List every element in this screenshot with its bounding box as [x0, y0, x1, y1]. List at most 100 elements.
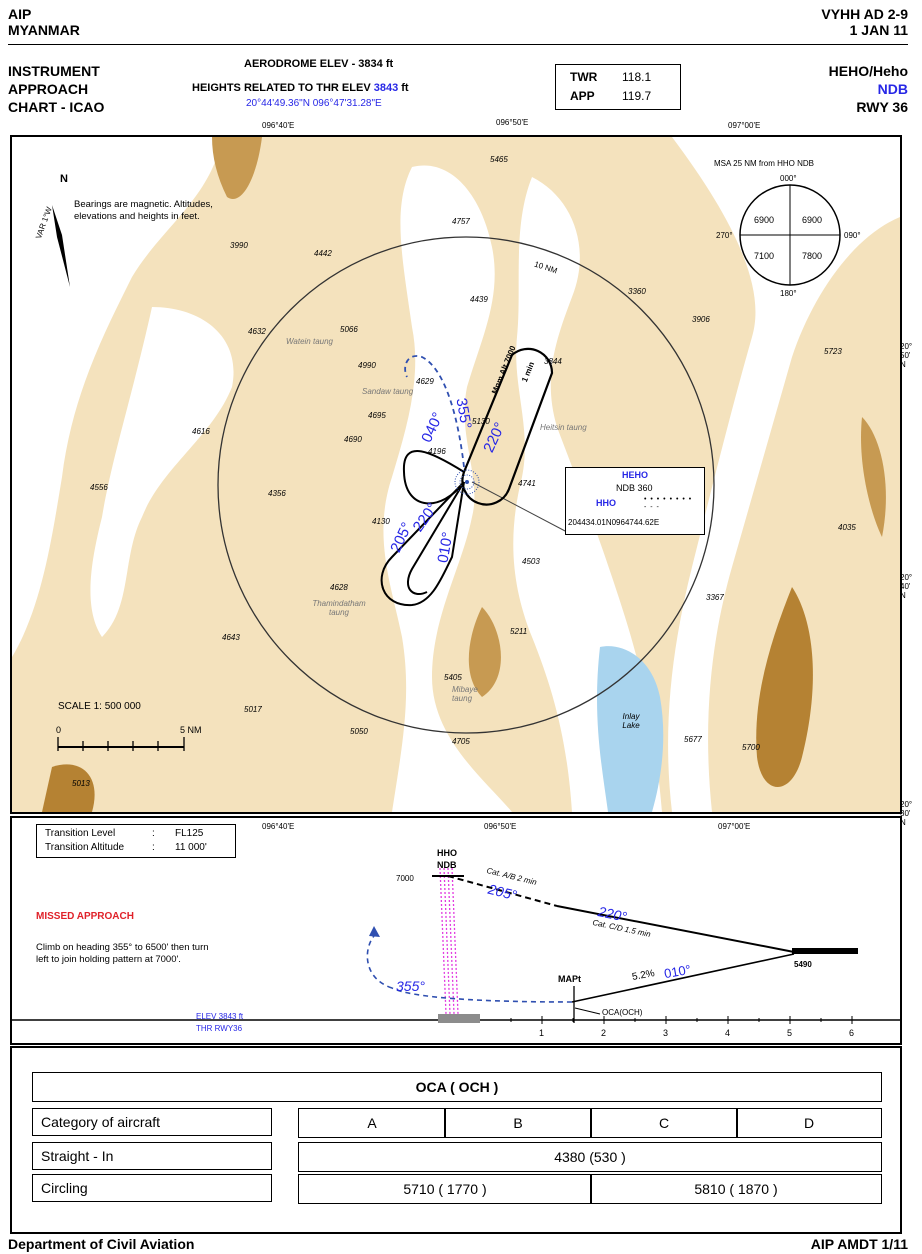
spot-elevation: 4439	[470, 295, 488, 304]
profile-elev-label: ELEV 3843 ft	[196, 1012, 244, 1021]
distance-ticks	[510, 1016, 853, 1024]
spot-elevation: 4990	[358, 361, 376, 370]
terrain-valley-central	[383, 165, 512, 812]
circling-label: Circling	[32, 1174, 272, 1202]
spot-elevation: 4632	[248, 327, 266, 336]
category-b: B	[444, 1108, 592, 1138]
scale-ticks	[57, 737, 185, 751]
country-label: MYANMAR	[8, 22, 80, 38]
lon-bottom-2: 096°50'E	[484, 822, 517, 831]
spot-elevation: 4035	[838, 523, 856, 532]
ten-nm-ring	[217, 236, 715, 734]
oca-pointer	[574, 1007, 601, 1015]
ridge-ne	[861, 417, 886, 537]
distance-label: 3	[663, 1028, 669, 1038]
spot-elevation: 3906	[692, 315, 710, 324]
missed-approach-profile	[391, 987, 573, 1003]
place-name: Sandaw taung	[362, 387, 414, 396]
category-c: C	[590, 1108, 738, 1138]
base-turn-north	[402, 450, 465, 505]
ridge-south	[468, 607, 501, 697]
spot-elevation: 4196	[428, 447, 446, 456]
twr-label: TWR	[570, 70, 598, 84]
footer-department: Department of Civil Aviation	[8, 1236, 195, 1252]
spot-elevation: 4616	[192, 427, 210, 436]
circling-ab-value: 5710 ( 1770 )	[298, 1174, 592, 1204]
document-id: VYHH AD 2-9	[821, 6, 908, 22]
missed-approach-text: Climb on heading 355° to 6500' then turn…	[36, 942, 209, 965]
ndb-box-coordinates: 204434.01N0964744.62E	[568, 518, 660, 527]
distance-label: 1	[539, 1028, 545, 1038]
spot-elevation: 4629	[416, 377, 434, 386]
app-frequency: 119.7	[622, 89, 652, 103]
spot-elevation: 5130	[472, 417, 490, 426]
spot-elevation: 5465	[490, 155, 508, 164]
spot-elevation: 3844	[544, 357, 562, 366]
category-a: A	[298, 1108, 446, 1138]
heights-related: HEIGHTS RELATED TO THR ELEV 3843 ft	[192, 82, 409, 94]
ndb-cone	[439, 867, 459, 1015]
spot-elevation: 4356	[268, 489, 286, 498]
ndb-callout-line	[471, 481, 568, 533]
msa-west: 270°	[716, 231, 733, 240]
effective-date: 1 JAN 11	[849, 22, 908, 38]
procedure-type: NDB	[877, 81, 908, 97]
spot-elevation: 5677	[684, 735, 702, 744]
lon-top-3: 097°00'E	[728, 121, 761, 130]
place-name: Watein taung	[286, 337, 333, 346]
spot-elevation: 4130	[372, 517, 390, 526]
spot-elevation: 3990	[230, 241, 248, 250]
lat-right-3: 20° 30' N	[900, 800, 913, 827]
spot-elevation: 4628	[330, 583, 348, 592]
oca-title: OCA ( OCH )	[32, 1072, 882, 1102]
profile-svg	[12, 867, 900, 1024]
straight-in-value: 4380 (530 )	[298, 1142, 882, 1172]
profile-alt-7000: 7000	[396, 874, 414, 883]
spot-elevation: 3360	[628, 287, 646, 296]
spot-elevation: 3367	[706, 593, 724, 602]
ridge-1	[212, 137, 262, 199]
msa-title: MSA 25 NM from HHO NDB	[714, 159, 815, 168]
spot-elevation: 4690	[344, 435, 362, 444]
terrain-lowland-west2	[90, 307, 234, 637]
msa-east: 090°	[844, 231, 861, 240]
frequency-box: TWR 118.1 APP 119.7	[555, 64, 681, 110]
ndb-symbol	[454, 469, 480, 495]
scale-zero: 0	[56, 725, 62, 735]
spot-elevation: 4757	[452, 217, 470, 226]
aerodrome-coordinates: 20°44'49.36"N 096°47'31.28"E	[246, 98, 382, 109]
scale-label: SCALE 1: 500 000	[58, 701, 141, 712]
spot-elevation: 4503	[522, 557, 540, 566]
bearings-note: Bearings are magnetic. Altitudes, elevat…	[74, 199, 213, 222]
distance-label: 2	[601, 1028, 607, 1038]
aerodrome-name: HEHO/Heho	[828, 63, 908, 79]
profile-view: Transition Level : FL125 Transition Alti…	[10, 816, 902, 1045]
plan-view-map: N Bearings are magnetic. Altitudes, elev…	[10, 135, 902, 814]
inbound-descent	[571, 953, 795, 1003]
header-rule	[8, 44, 908, 45]
spot-elevation: 4643	[222, 633, 240, 642]
aip-label: AIP	[8, 6, 32, 22]
ndb-box-name: HEHO	[622, 470, 649, 480]
profile-ndb-ident: HHO	[437, 848, 457, 858]
place-name: Inlay Lake	[622, 712, 640, 730]
ridge-east	[756, 587, 813, 787]
spot-elevation: 4556	[90, 483, 108, 492]
msa-south: 180°	[780, 289, 797, 298]
msa-sw-sector: 7100	[754, 251, 775, 261]
lat-right-1: 20° 50' N	[900, 342, 913, 369]
spot-elevation: 4741	[518, 479, 536, 488]
profile-alt-5490: 5490	[794, 960, 812, 969]
profile-heading-355: 355°	[396, 978, 425, 994]
oca-table-section: OCA ( OCH ) Category of aircraft A B C D…	[10, 1046, 902, 1234]
spot-elevation: 5013	[72, 779, 90, 788]
north-label: N	[60, 173, 68, 185]
spot-elevation: 5211	[510, 627, 528, 636]
holding-pattern	[461, 347, 554, 506]
transition-alt-value: 11 000'	[175, 842, 207, 853]
spot-elevation: 5723	[824, 347, 842, 356]
scale-five: 5 NM	[180, 725, 202, 735]
lat-right-2: 20° 40' N	[900, 573, 913, 600]
spot-elevation: 5066	[340, 325, 358, 334]
msa-se-sector: 7800	[802, 251, 823, 261]
